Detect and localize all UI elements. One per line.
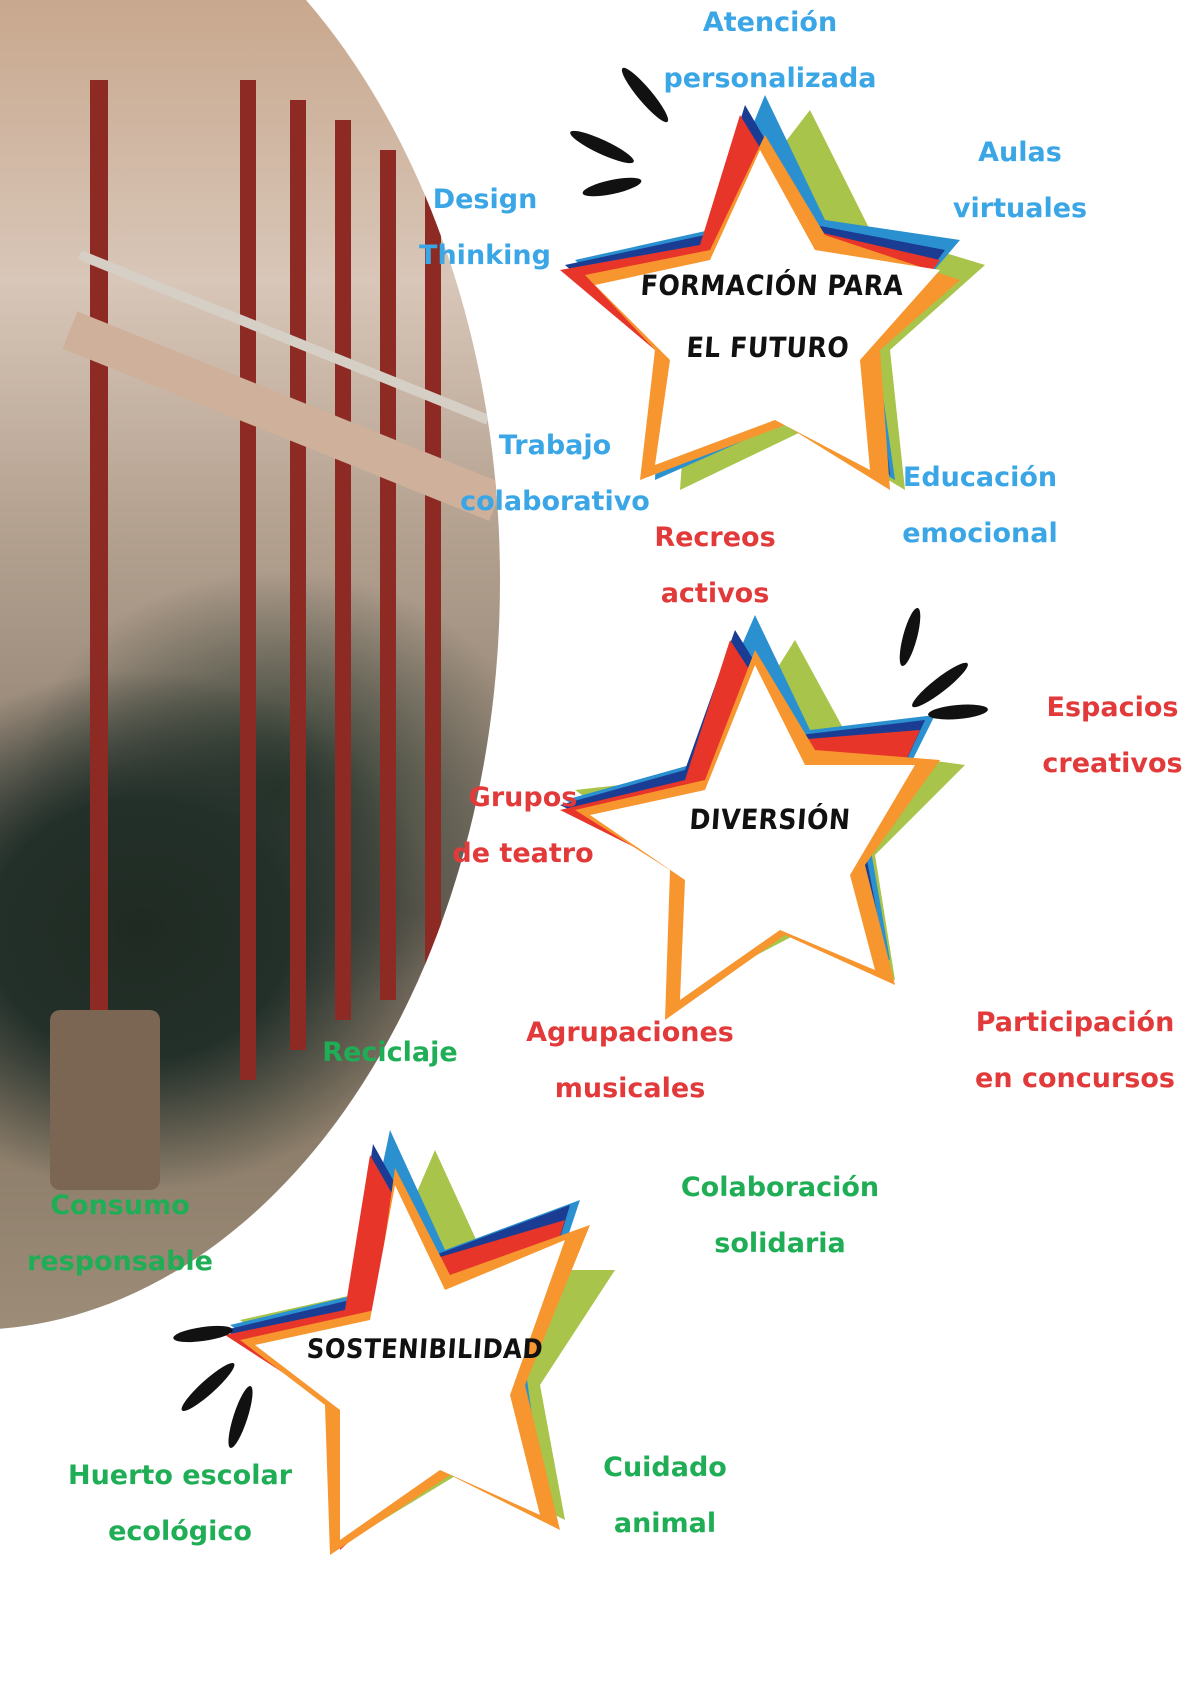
layered-star-icon bbox=[560, 95, 985, 490]
label-line: Trabajo bbox=[498, 430, 612, 461]
label-grupos-de-teatro: Grupos de teatro bbox=[448, 770, 598, 882]
label-design-thinking: Design Thinking bbox=[415, 172, 555, 284]
label-educacion-emocional: Educación emocional bbox=[895, 450, 1065, 562]
label-line: de teatro bbox=[452, 838, 594, 869]
label-line: Participación bbox=[975, 1007, 1175, 1038]
label-line: Educación bbox=[902, 462, 1058, 493]
red-pillar bbox=[335, 120, 351, 1020]
label-espacios-creativos: Espacios creativos bbox=[1040, 680, 1185, 792]
label-line: animal bbox=[613, 1508, 717, 1539]
red-pillar bbox=[380, 150, 396, 1000]
label-line: Reciclaje bbox=[322, 1037, 458, 1068]
star-sostenibilidad: SOSTENIBILIDAD bbox=[225, 1130, 645, 1570]
label-line: Recreos bbox=[654, 522, 776, 553]
star-diversion: DIVERSIÓN bbox=[560, 610, 980, 1030]
label-line: activos bbox=[660, 578, 770, 609]
label-line: Aulas bbox=[978, 137, 1062, 168]
layered-star-icon bbox=[225, 1130, 615, 1555]
layered-star-icon bbox=[560, 615, 965, 1020]
label-line: Consumo bbox=[50, 1190, 190, 1221]
title-line: FORMACIÓN PARA bbox=[639, 269, 905, 302]
star-title: DIVERSIÓN bbox=[639, 800, 902, 840]
label-consumo-responsable: Consumo responsable bbox=[20, 1178, 220, 1290]
label-cuidado-animal: Cuidado animal bbox=[600, 1440, 730, 1552]
label-trabajo-colaborativo: Trabajo colaborativo bbox=[455, 418, 655, 530]
label-line: Cuidado bbox=[603, 1452, 727, 1483]
title-line: SOSTENIBILIDAD bbox=[305, 1334, 545, 1365]
label-line: personalizada bbox=[663, 63, 877, 94]
red-pillar bbox=[425, 180, 441, 980]
label-line: musicales bbox=[554, 1073, 706, 1104]
label-line: virtuales bbox=[952, 193, 1088, 224]
red-pillar bbox=[90, 80, 108, 1080]
label-line: en concursos bbox=[975, 1063, 1175, 1094]
label-aulas-virtuales: Aulas virtuales bbox=[945, 125, 1095, 237]
label-line: colaborativo bbox=[460, 486, 650, 517]
label-reciclaje: Reciclaje bbox=[320, 1025, 460, 1081]
title-line: EL FUTURO bbox=[685, 331, 851, 364]
label-huerto-escolar-ecologico: Huerto escolar ecológico bbox=[55, 1448, 305, 1560]
star-formacion-para-el-futuro: FORMACIÓN PARA EL FUTURO bbox=[560, 90, 1000, 510]
label-line: Grupos bbox=[468, 782, 578, 813]
label-line: solidaria bbox=[714, 1228, 846, 1259]
school-courtyard-photo bbox=[0, 0, 500, 1330]
star-title: FORMACIÓN PARA EL FUTURO bbox=[616, 255, 925, 379]
label-line: responsable bbox=[27, 1246, 213, 1277]
red-pillar bbox=[290, 100, 306, 1050]
label-line: Atención bbox=[702, 7, 838, 38]
label-line: Colaboración bbox=[680, 1172, 880, 1203]
label-line: Design bbox=[432, 184, 538, 215]
label-line: creativos bbox=[1042, 748, 1183, 779]
label-line: Huerto escolar bbox=[67, 1460, 293, 1491]
label-line: emocional bbox=[902, 518, 1058, 549]
label-line: Thinking bbox=[419, 240, 551, 271]
label-agrupaciones-musicales: Agrupaciones musicales bbox=[520, 1005, 740, 1117]
label-line: Agrupaciones bbox=[526, 1017, 734, 1048]
label-line: ecológico bbox=[108, 1516, 252, 1547]
red-pillar bbox=[240, 80, 256, 1080]
yucca-trunk bbox=[50, 1010, 160, 1190]
label-recreos-activos: Recreos activos bbox=[640, 510, 790, 622]
title-line: DIVERSIÓN bbox=[688, 803, 852, 836]
label-line: Espacios bbox=[1046, 692, 1179, 723]
label-colaboracion-solidaria: Colaboración solidaria bbox=[680, 1160, 880, 1272]
star-title: SOSTENIBILIDAD bbox=[274, 1330, 577, 1370]
label-atencion-personalizada: Atención personalizada bbox=[660, 0, 880, 107]
label-participacion-en-concursos: Participación en concursos bbox=[960, 995, 1190, 1107]
